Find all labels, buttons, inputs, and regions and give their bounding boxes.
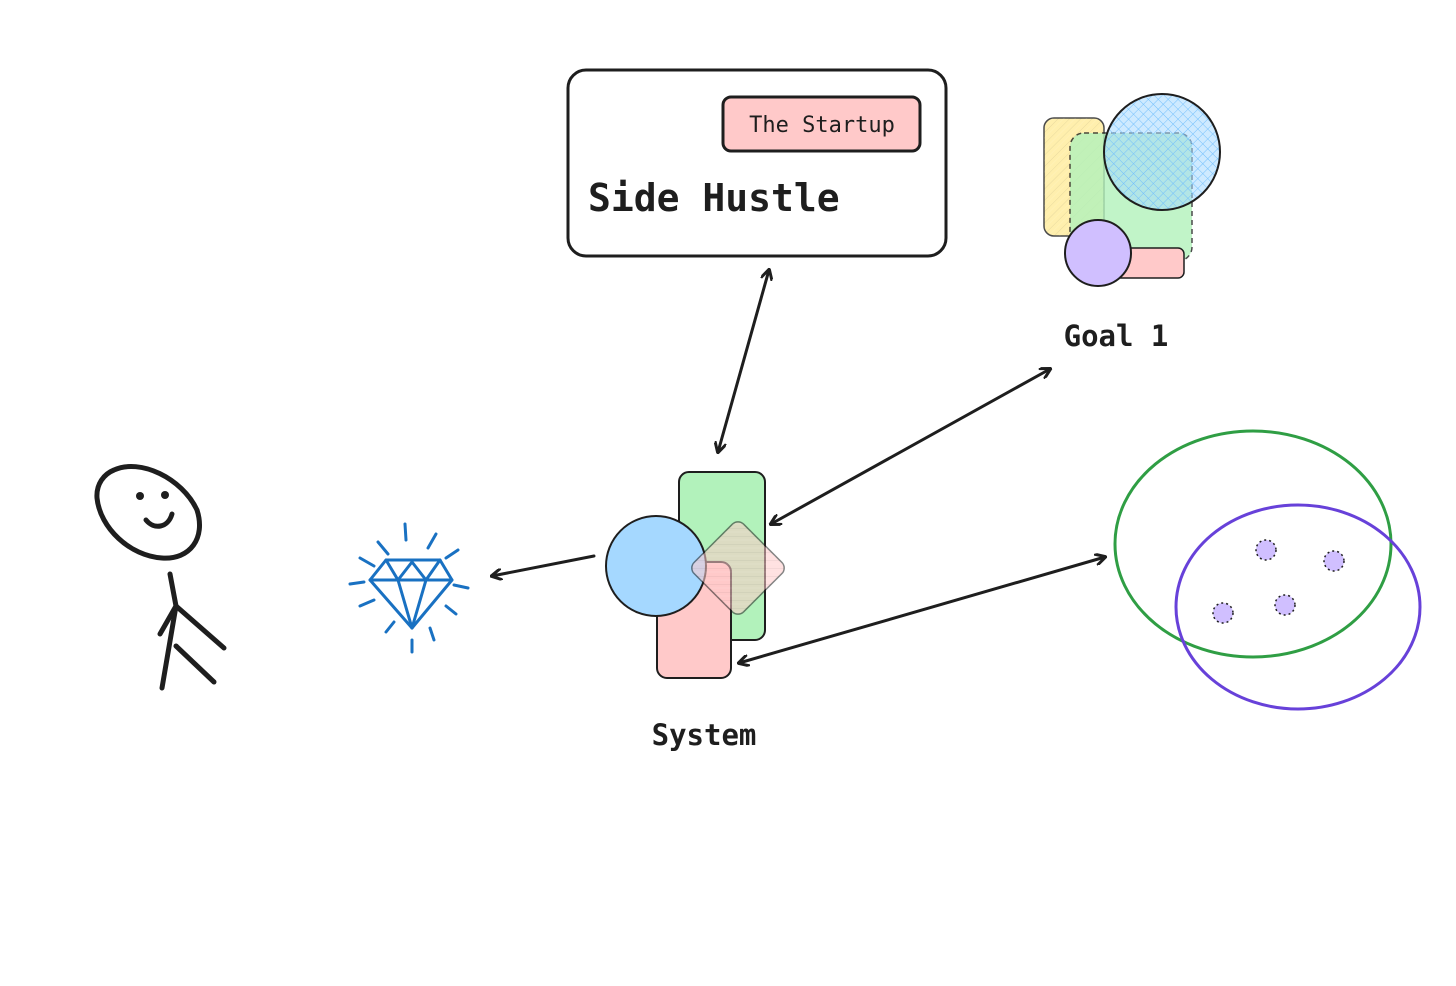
side-hustle-title: Side Hustle (588, 176, 840, 220)
goal-violet-circle (1064, 219, 1132, 287)
arrows (492, 270, 1105, 663)
green-ellipse (1113, 429, 1393, 659)
dot-1 (1255, 539, 1277, 561)
dot-4 (1212, 602, 1234, 624)
arrow-system-goal[interactable] (771, 369, 1050, 524)
system-label: System (652, 718, 757, 752)
dot-2 (1323, 550, 1345, 572)
ellipse-group[interactable] (1113, 429, 1422, 711)
dot-3 (1274, 594, 1296, 616)
diamond-icon (348, 522, 470, 654)
goal-blue-circle-hatch (1103, 93, 1221, 211)
arrow-system-ellipses[interactable] (739, 557, 1105, 663)
goal-node[interactable]: Goal 1 (1043, 93, 1221, 353)
system-node[interactable]: System (605, 471, 787, 752)
startup-tag-box (721, 95, 922, 153)
violet-ellipse (1174, 503, 1422, 711)
system-blue-circle (605, 515, 707, 617)
startup-tag-label: The Startup (749, 113, 895, 138)
arrow-system-diamond[interactable] (492, 554, 596, 576)
arrow-system-sidehustle[interactable] (718, 270, 769, 452)
stick-figure-icon (94, 464, 227, 691)
goal-label: Goal 1 (1064, 319, 1169, 353)
side-hustle-node[interactable]: The Startup Side Hustle (566, 68, 948, 258)
startup-tag[interactable]: The Startup (721, 95, 922, 153)
